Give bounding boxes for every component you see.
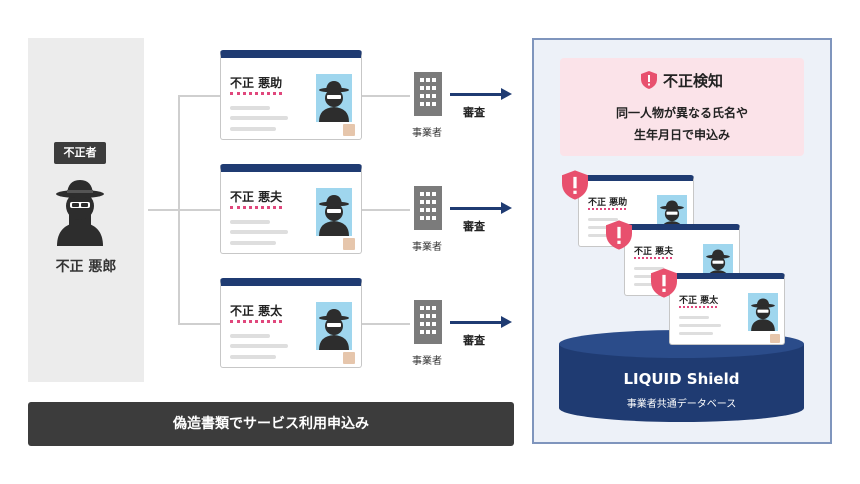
disguised-person-icon	[56, 180, 104, 246]
disguised-person-icon	[319, 81, 349, 122]
flagged-id-card: 不正 悪太	[669, 273, 785, 345]
card-photo	[316, 74, 352, 122]
card-text-line	[588, 218, 618, 221]
card-name-underline	[230, 320, 282, 323]
review-label: 審査	[463, 334, 485, 347]
business-label: 事業者	[412, 128, 442, 139]
card-text-line	[230, 355, 276, 359]
disguised-person-icon	[319, 309, 349, 350]
id-card: 不正 悪太	[220, 278, 362, 368]
card-name-underline	[679, 306, 717, 308]
caption-bar: 偽造書類でサービス利用申込み	[28, 402, 514, 446]
disguised-person-icon	[319, 195, 349, 236]
alert-title-text: 不正検知	[662, 72, 723, 90]
card-text-line	[230, 241, 276, 245]
review-label: 審査	[463, 106, 485, 119]
arrow-head	[501, 202, 512, 214]
card-name: 不正 悪助	[230, 76, 283, 90]
card-name: 不正 悪太	[230, 304, 283, 318]
connector-branch	[178, 209, 220, 211]
connector-trunk	[148, 209, 180, 211]
alert-message-line: 生年月日で申込み	[633, 128, 730, 142]
arrow-head	[501, 88, 512, 100]
card-text-line	[588, 234, 622, 237]
card-text-line	[679, 316, 709, 319]
fraudster-tag: 不正者	[54, 142, 106, 164]
card-name: 不正 悪夫	[230, 190, 283, 204]
card-stamp	[343, 352, 355, 364]
connector	[362, 95, 410, 97]
building-icon	[414, 300, 442, 344]
card-photo	[748, 293, 778, 331]
card-name: 不正 悪夫	[634, 247, 674, 257]
fraudster-name: 不正 悪郎	[55, 259, 117, 275]
arrow-line	[450, 93, 502, 96]
exclamation-shield-icon	[562, 170, 588, 200]
disguised-person-icon	[751, 298, 775, 331]
arrow-line	[450, 321, 502, 324]
database-subtitle: 事業者共通データベース	[626, 399, 737, 410]
card-name-underline	[230, 92, 282, 95]
card-stamp	[343, 124, 355, 136]
exclamation-shield-icon	[606, 220, 632, 250]
exclamation-shield-icon	[640, 71, 657, 89]
business-label: 事業者	[412, 356, 442, 367]
card-photo	[316, 188, 352, 236]
card-text-line	[230, 127, 276, 131]
card-text-line	[230, 116, 288, 120]
card-name: 不正 悪太	[679, 296, 719, 306]
card-stamp	[770, 334, 780, 343]
card-text-line	[679, 324, 721, 327]
id-card: 不正 悪夫	[220, 164, 362, 254]
exclamation-shield-icon	[651, 268, 677, 298]
connector	[362, 323, 410, 325]
alert-title: 不正検知	[560, 70, 804, 91]
card-text-line	[230, 230, 288, 234]
card-name-underline	[634, 257, 672, 259]
card-photo	[316, 302, 352, 350]
connector-branch	[178, 323, 220, 325]
card-text-line	[230, 344, 288, 348]
card-text-line	[230, 334, 270, 338]
connector-branch	[178, 95, 220, 97]
card-text-line	[634, 267, 664, 270]
connector	[362, 209, 410, 211]
card-name-underline	[588, 208, 626, 210]
alert-message-line: 同一人物が異なる氏名や	[615, 106, 748, 120]
card-name: 不正 悪助	[588, 198, 628, 208]
arrow-head	[501, 316, 512, 328]
building-icon	[414, 72, 442, 116]
business-label: 事業者	[412, 242, 442, 253]
card-text-line	[230, 106, 270, 110]
card-name-underline	[230, 206, 282, 209]
card-text-line	[230, 220, 270, 224]
arrow-line	[450, 207, 502, 210]
review-label: 審査	[463, 220, 485, 233]
card-text-line	[634, 283, 668, 286]
id-card: 不正 悪助	[220, 50, 362, 140]
fraud-alert-box: 不正検知 同一人物が異なる氏名や 生年月日で申込み	[560, 58, 804, 156]
card-text-line	[679, 332, 713, 335]
database-name: LIQUID Shield	[623, 370, 740, 388]
building-icon	[414, 186, 442, 230]
card-stamp	[343, 238, 355, 250]
